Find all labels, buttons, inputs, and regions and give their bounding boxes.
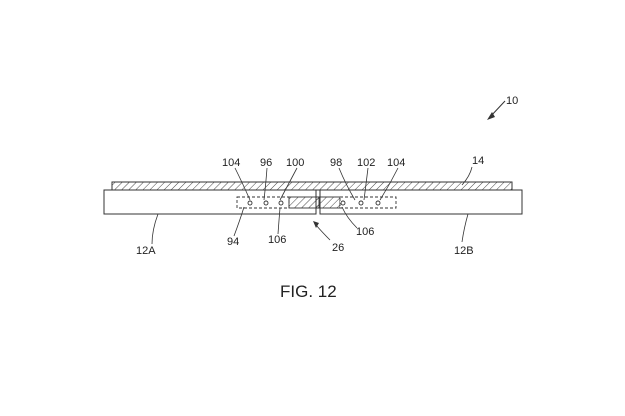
cover-layer-14: [111, 181, 513, 191]
label-10: 10: [506, 95, 518, 107]
label-106-left: 106: [268, 234, 286, 246]
right-hinge-component: [315, 196, 397, 209]
label-104-left: 104: [222, 157, 240, 169]
label-102: 102: [357, 157, 375, 169]
label-106-right: 106: [356, 226, 374, 238]
label-12b: 12B: [454, 245, 474, 257]
label-104-right: 104: [387, 157, 405, 169]
label-94: 94: [227, 236, 239, 248]
label-12a: 12A: [136, 245, 156, 257]
label-26: 26: [332, 242, 344, 254]
label-96: 96: [260, 157, 272, 169]
label-98: 98: [330, 157, 342, 169]
label-100: 100: [286, 157, 304, 169]
left-hinge-component: [236, 196, 320, 209]
leader-lines: [151, 100, 506, 245]
label-14: 14: [472, 155, 484, 167]
figure-caption: FIG. 12: [280, 282, 337, 301]
